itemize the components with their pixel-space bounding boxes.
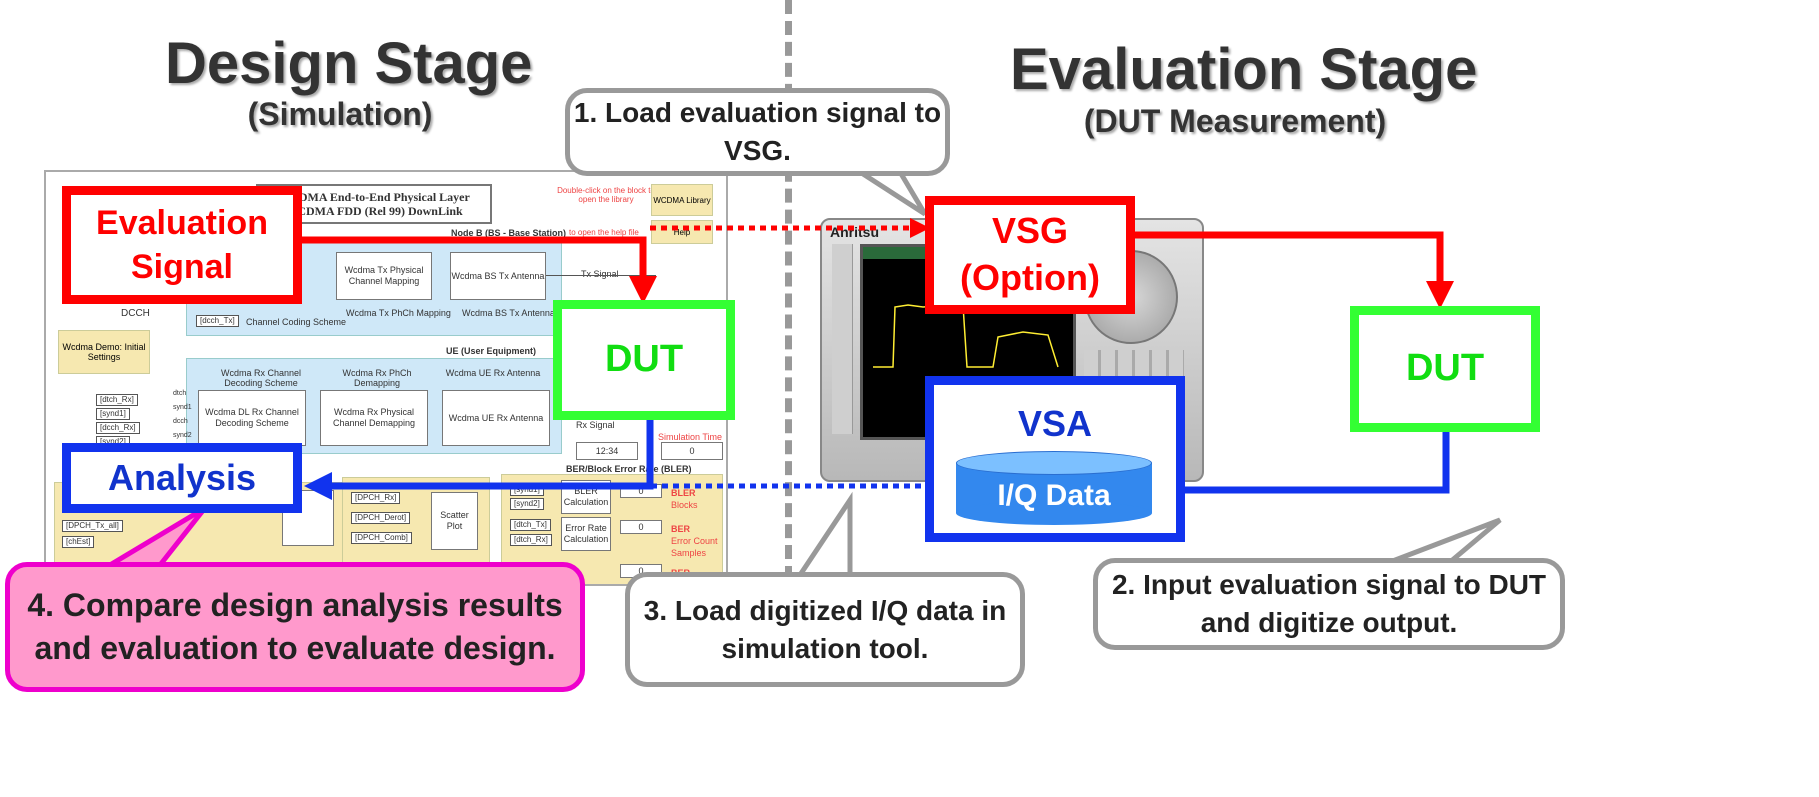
sim-tx-sub-mapping: Wcdma Tx PhCh Mapping (346, 308, 451, 318)
sim-rx-header-2: Wcdma Rx PhCh Demapping (342, 368, 412, 388)
arrow-eval-to-dut (302, 236, 657, 304)
sim-rx-signal: Rx Signal (576, 420, 615, 430)
sim-rx-header-3: Wcdma UE Rx Antenna (445, 368, 541, 378)
sim-rx-tag: [synd1] (96, 408, 130, 420)
sim-hint-help: to open the help file (569, 228, 639, 237)
vsa-label: VSA (1017, 403, 1093, 444)
sim-tx-signal: Tx Signal (581, 269, 619, 279)
step2-callout: 2. Input evaluation signal to DUT and di… (1093, 558, 1565, 650)
sim-rx-antenna[interactable]: Wcdma UE Rx Antenna (442, 390, 550, 446)
sim-tx-wire (546, 275, 656, 276)
sim-rx-tag: [dtch_Rx] (96, 394, 138, 406)
sim-time-value: 12:34 (576, 442, 638, 460)
step3-callout: 3. Load digitized I/Q data in simulation… (625, 572, 1025, 687)
vsa-box: VSA I/Q Data (925, 376, 1185, 542)
sim-settings-block[interactable]: Wcdma Demo: Initial Settings (58, 330, 150, 374)
callout-2-pointer (1389, 517, 1502, 565)
sim-help-block[interactable]: Help (651, 220, 713, 244)
sim-rx-decoding[interactable]: Wcdma DL Rx Channel Decoding Scheme (198, 390, 306, 446)
sim-library-block[interactable]: WCDMA Library (651, 184, 713, 216)
sim-coding-label: Channel Coding Scheme (246, 317, 347, 327)
sim-ber-header: BER/Block Error Rate (BLER) (566, 464, 692, 474)
sim-bottom-tag: [chEst] (62, 536, 95, 548)
iq-data-label: I/Q Data (997, 479, 1111, 512)
sim-rx-port: dtch (173, 390, 187, 397)
step4-callout: 4. Compare design analysis results and e… (5, 562, 585, 692)
sim-dtch-tag: [dcch_Tx] (196, 315, 239, 327)
sim-mid-tag: [DPCH_Comb] (351, 532, 412, 544)
dut-box-right: DUT (1350, 306, 1540, 432)
sim-rx-header-1: Wcdma Rx Channel Decoding Scheme (220, 368, 302, 388)
sim-ber-block[interactable]: Error Rate Calculation (561, 517, 611, 551)
sim-tx-antenna[interactable]: Wcdma BS Tx Antenna (450, 252, 546, 300)
sim-rx-port: dcch (173, 418, 188, 425)
sim-result-label: BER (671, 524, 691, 534)
sim-tx-sub-antenna: Wcdma BS Tx Antenna (462, 308, 555, 318)
sim-dcch-label: DCCH (121, 308, 150, 319)
sim-time-display: 0 (661, 442, 723, 460)
sim-result-label: BLER (671, 488, 696, 498)
sim-result-label: Error Count (671, 536, 718, 546)
callout-3-pointer (795, 491, 853, 578)
iq-data-cylinder: I/Q Data (956, 451, 1152, 525)
sim-rx-port: synd2 (173, 432, 192, 439)
sim-rx-demapping[interactable]: Wcdma Rx Physical Channel Demapping (320, 390, 428, 446)
evaluation-signal-box: Evaluation Signal (62, 186, 302, 304)
design-stage-subtitle: (Simulation) (247, 96, 433, 132)
stage-divider (785, 0, 792, 580)
analysis-box: Analysis (62, 443, 302, 513)
sim-result-display: 0 (620, 520, 662, 534)
sim-bottom-tag: [DPCH_Tx_all] (62, 520, 123, 532)
arrow-dut-to-iq (1141, 425, 1450, 504)
arrow-dut-to-analysis (304, 410, 654, 500)
sim-result-label: Samples (671, 548, 707, 558)
sim-time-label: Simulation Time (658, 432, 723, 442)
arrow-vsg-to-dut (1130, 231, 1454, 309)
sim-result-label: Blocks (671, 500, 698, 510)
sim-ber-tag: [dtch_Tx] (510, 519, 551, 531)
sim-rx-port: synd1 (173, 404, 192, 411)
sim-ue-label: UE (User Equipment) (446, 346, 537, 356)
callout-1-pointer (851, 169, 928, 217)
design-stage-title: Design Stage (165, 31, 533, 96)
dut-box-left: DUT (553, 300, 735, 420)
evaluation-stage-title: Evaluation Stage (1010, 37, 1478, 102)
sim-rx-tag: [dcch_Rx] (96, 422, 140, 434)
sim-mid-tag: [DPCH_Derot] (351, 512, 411, 524)
vsg-box: VSG (Option) (925, 196, 1135, 314)
sim-hint-library: Double-click on the block to open the li… (557, 186, 655, 204)
step1-callout: 1. Load evaluation signal to VSG. (565, 88, 950, 176)
sim-scatter-block[interactable]: Scatter Plot (431, 492, 478, 550)
callout-4-pointer (100, 505, 207, 568)
evaluation-stage-subtitle: (DUT Measurement) (1083, 103, 1387, 139)
sim-nodeb-label: Node B (BS - Base Station) (451, 228, 567, 238)
sim-mid-tag: [DPCH_Rx] (351, 492, 401, 504)
sim-ber-tag: [synd2] (510, 498, 544, 510)
instrument-softkeys-left[interactable] (832, 244, 853, 434)
sim-tx-mapping[interactable]: Wcdma Tx Physical Channel Mapping (336, 252, 432, 300)
sim-ber-tag: [dtch_Rx] (510, 534, 552, 546)
